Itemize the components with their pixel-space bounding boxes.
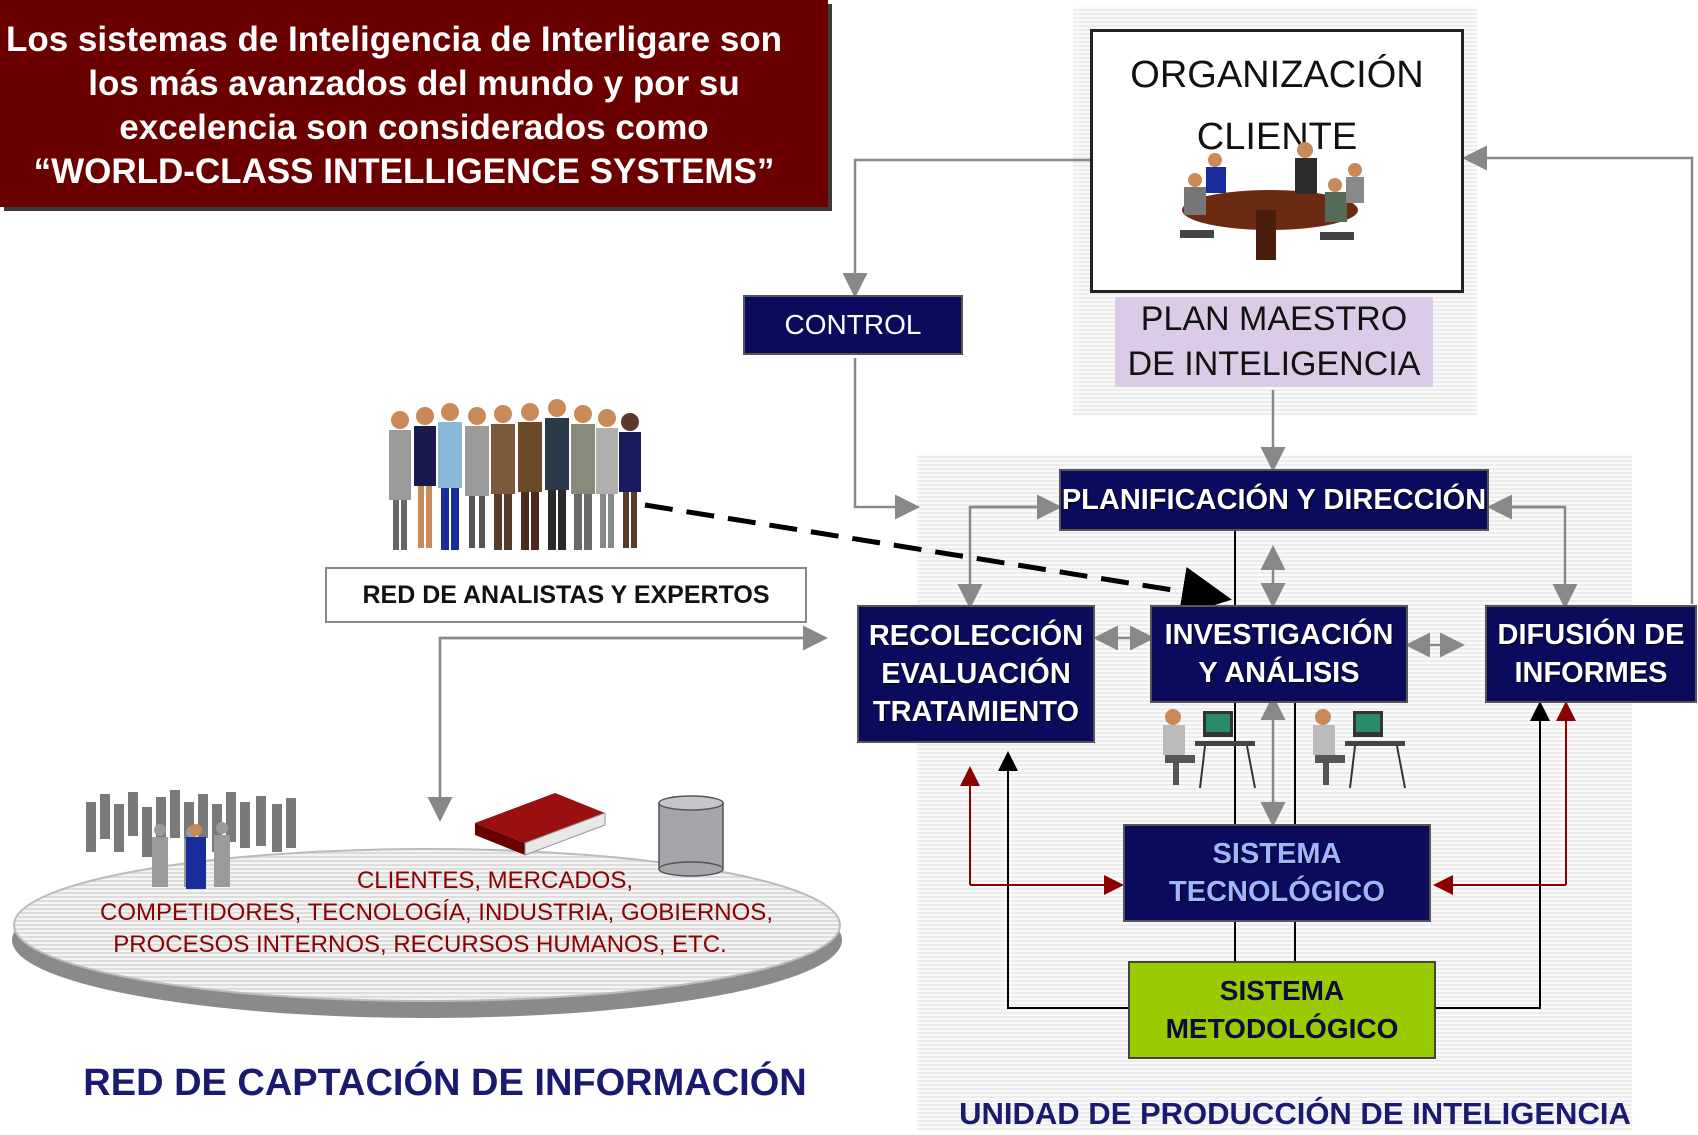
book-icon bbox=[475, 793, 606, 856]
planning-label: PLANIFICACIÓN Y DIRECCIÓN bbox=[1061, 484, 1487, 516]
collection-box: RECOLECCIÓN EVALUACIÓN TRATAMIENTO bbox=[857, 605, 1095, 743]
client-organization-box: ORGANIZACIÓN CLIENTE bbox=[1090, 29, 1464, 293]
banner-line: excelencia son considerados como bbox=[119, 108, 709, 147]
control-box: CONTROL bbox=[743, 295, 963, 355]
collection-line: EVALUACIÓN bbox=[881, 658, 1071, 690]
methodology-line: METODOLÓGICO bbox=[1165, 1013, 1399, 1044]
dissemination-line: DIFUSIÓN DE bbox=[1497, 619, 1685, 651]
technology-line: SISTEMA bbox=[1212, 838, 1342, 870]
collection-line: RECOLECCIÓN bbox=[868, 620, 1084, 652]
org-subtitle: CLIENTE bbox=[1196, 116, 1358, 158]
analysts-group-icon bbox=[389, 399, 641, 550]
banner-line: “WORLD-CLASS INTELLIGENCE SYSTEMS” bbox=[33, 152, 775, 191]
sources-line: PROCESOS INTERNOS, RECURSOS HUMANOS, ETC… bbox=[113, 931, 727, 958]
database-icon bbox=[658, 795, 724, 877]
meeting-icon bbox=[1180, 142, 1364, 260]
collection-line: TRATAMIENTO bbox=[872, 696, 1080, 728]
analysts-network-text: RED DE ANALISTAS Y EXPERTOS bbox=[362, 580, 770, 609]
headline-banner: Los sistemas de Inteligencia de Interlig… bbox=[0, 0, 828, 207]
methodology-line: SISTEMA bbox=[1219, 975, 1345, 1006]
dissemination-line: INFORMES bbox=[1514, 657, 1668, 689]
computer-user-icon bbox=[1163, 709, 1256, 789]
research-line: INVESTIGACIÓN bbox=[1164, 619, 1394, 651]
report-dissemination-box: DIFUSIÓN DE INFORMES bbox=[1485, 605, 1697, 703]
master-plan-box: PLAN MAESTRO DE INTELIGENCIA bbox=[1115, 297, 1433, 387]
org-title: ORGANIZACIÓN bbox=[1130, 54, 1424, 96]
information-sources-text: CLIENTES, MERCADOS, COMPETIDORES, TECNOL… bbox=[100, 865, 773, 961]
methodology-system-box: SISTEMA METODOLÓGICO bbox=[1128, 961, 1436, 1059]
banner-line: los más avanzados del mundo y por su bbox=[88, 64, 740, 103]
crowd-icon bbox=[86, 790, 296, 889]
research-line: Y ANÁLISIS bbox=[1198, 657, 1360, 689]
computer-user-icon bbox=[1313, 709, 1406, 789]
planning-direction-box: PLANIFICACIÓN Y DIRECCIÓN bbox=[1059, 469, 1489, 531]
production-unit-title: UNIDAD DE PRODUCCIÓN DE INTELIGENCIA bbox=[959, 1096, 1631, 1131]
sources-line: COMPETIDORES, TECNOLOGÍA, INDUSTRIA, GOB… bbox=[100, 899, 773, 926]
analysts-network-label: RED DE ANALISTAS Y EXPERTOS bbox=[325, 567, 807, 623]
information-network-title: RED DE CAPTACIÓN DE INFORMACIÓN bbox=[83, 1062, 807, 1104]
plan-line: DE INTELIGENCIA bbox=[1127, 345, 1421, 383]
technology-line: TECNOLÓGICO bbox=[1169, 876, 1385, 908]
plan-line: PLAN MAESTRO bbox=[1140, 300, 1408, 338]
sources-line: CLIENTES, MERCADOS, bbox=[356, 867, 634, 894]
technology-system-box: SISTEMA TECNOLÓGICO bbox=[1123, 824, 1431, 922]
control-label: CONTROL bbox=[784, 309, 922, 340]
banner-line: Los sistemas de Inteligencia de Interlig… bbox=[5, 20, 783, 59]
research-analysis-box: INVESTIGACIÓN Y ANÁLISIS bbox=[1150, 605, 1408, 703]
